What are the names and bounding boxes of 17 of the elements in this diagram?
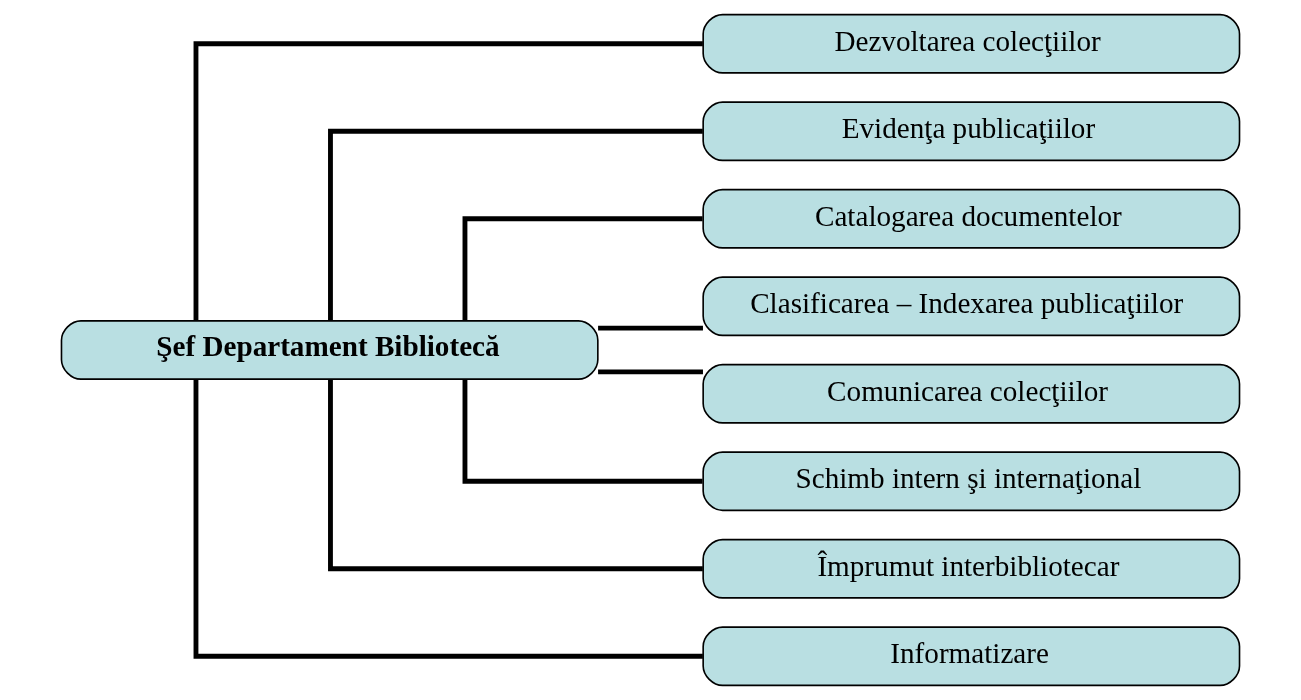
- connector: [598, 325, 703, 331]
- node-box: Clasificarea – Indexarea publicaţiilor: [702, 276, 1241, 337]
- node-box: Şef Departament Bibliotecă: [60, 320, 599, 380]
- node-box: Comunicarea colecţiilor: [702, 363, 1241, 424]
- connector: [193, 41, 703, 321]
- node-box: Schimb intern şi internaţional: [702, 451, 1241, 512]
- node-box: Catalogarea documentelor: [702, 188, 1241, 249]
- node-box: Dezvoltarea colecţiilor: [702, 13, 1241, 74]
- node-box: Informatizare: [702, 626, 1241, 687]
- node-box: Evidenţa publicaţiilor: [702, 101, 1241, 162]
- connector: [328, 379, 703, 572]
- connector: [462, 379, 703, 484]
- connector: [462, 216, 703, 321]
- node-box: Împrumut interbibliotecar: [702, 538, 1241, 599]
- connector: [328, 128, 703, 321]
- connector: [193, 379, 703, 659]
- connector: [598, 369, 703, 375]
